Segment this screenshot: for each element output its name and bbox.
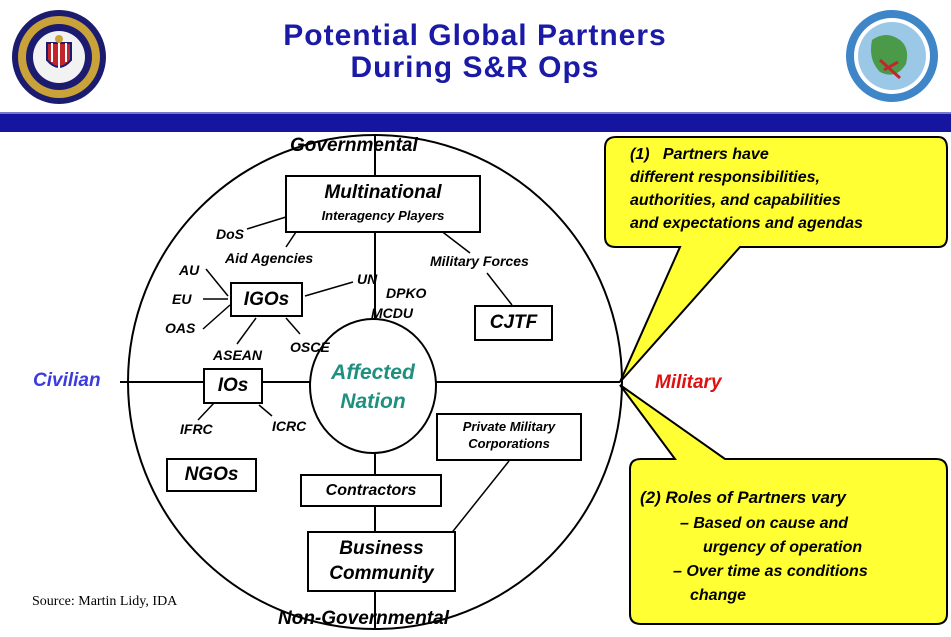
asean-label: ASEAN bbox=[213, 347, 263, 363]
affected-nation-line1: Affected bbox=[331, 361, 415, 384]
callout-2-line: – Over time as conditions bbox=[673, 563, 868, 580]
military-forces-label: Military Forces bbox=[430, 253, 529, 269]
dpko-label: DPKO bbox=[386, 285, 427, 301]
callout-1-text: (1) Partners have different responsibili… bbox=[630, 143, 863, 235]
pmc-line1: Private Military bbox=[462, 419, 556, 434]
callout-1-line: (1) Partners have bbox=[630, 146, 769, 163]
multinational-title: Multinational bbox=[324, 182, 442, 203]
private-military-corporations-box: Private Military Corporations bbox=[436, 413, 582, 461]
ndu-seal-logo bbox=[12, 10, 106, 104]
header-bar bbox=[0, 114, 951, 132]
aid-agencies-label: Aid Agencies bbox=[225, 250, 314, 266]
callout-2-heading: (2) Roles of Partners vary bbox=[640, 488, 846, 507]
callout-1-bubble bbox=[604, 136, 948, 383]
callout-2-line: change bbox=[690, 587, 747, 604]
au-label: AU bbox=[179, 262, 200, 278]
governmental-label: Governmental bbox=[290, 135, 418, 156]
callout-1-line: different responsibilities, bbox=[630, 169, 820, 186]
affected-nation-circle bbox=[309, 318, 437, 454]
center-seal-logo bbox=[846, 10, 938, 102]
oas-label: OAS bbox=[165, 320, 196, 336]
multinational-box: Multinational Interagency Players bbox=[285, 175, 481, 233]
ifrc-label: IFRC bbox=[180, 421, 213, 437]
civilian-label: Civilian bbox=[33, 370, 101, 391]
icrc-label: ICRC bbox=[272, 418, 307, 434]
slide-title-line1: Potential Global Partners bbox=[283, 19, 667, 52]
source-citation: Source: Martin Lidy, IDA bbox=[32, 594, 178, 609]
un-label: UN bbox=[357, 271, 378, 287]
osce-label: OSCE bbox=[290, 339, 330, 355]
slide-title-line2: During S&R Ops bbox=[350, 51, 600, 84]
cjtf-box: CJTF bbox=[474, 305, 553, 341]
multinational-subtitle: Interagency Players bbox=[321, 208, 445, 223]
eu-label: EU bbox=[172, 291, 192, 307]
mcdu-label: MCDU bbox=[371, 305, 413, 321]
callout-2-line: urgency of operation bbox=[703, 539, 863, 556]
connector-lines bbox=[197, 216, 513, 541]
callout-1-line: authorities, and capabilities bbox=[630, 192, 841, 209]
dos-label: DoS bbox=[216, 226, 244, 242]
pmc-line2: Corporations bbox=[468, 436, 550, 451]
callout-2-bubble bbox=[619, 384, 948, 625]
business-line2: Community bbox=[329, 563, 434, 584]
callout-2-line: – Based on cause and bbox=[680, 515, 849, 532]
military-label: Military bbox=[655, 372, 722, 393]
affected-nation-line2: Nation bbox=[340, 390, 406, 413]
non-governmental-label: Non-Governmental bbox=[278, 608, 450, 629]
ios-box: IOs bbox=[203, 368, 263, 404]
igos-box: IGOs bbox=[230, 282, 303, 317]
business-community-box: Business Community bbox=[307, 531, 456, 592]
callout-1-line: and expectations and agendas bbox=[630, 215, 863, 232]
header-bar-highlight bbox=[0, 112, 951, 115]
ngos-box: NGOs bbox=[166, 458, 257, 492]
business-line1: Business bbox=[339, 538, 424, 559]
contractors-box: Contractors bbox=[300, 474, 442, 507]
